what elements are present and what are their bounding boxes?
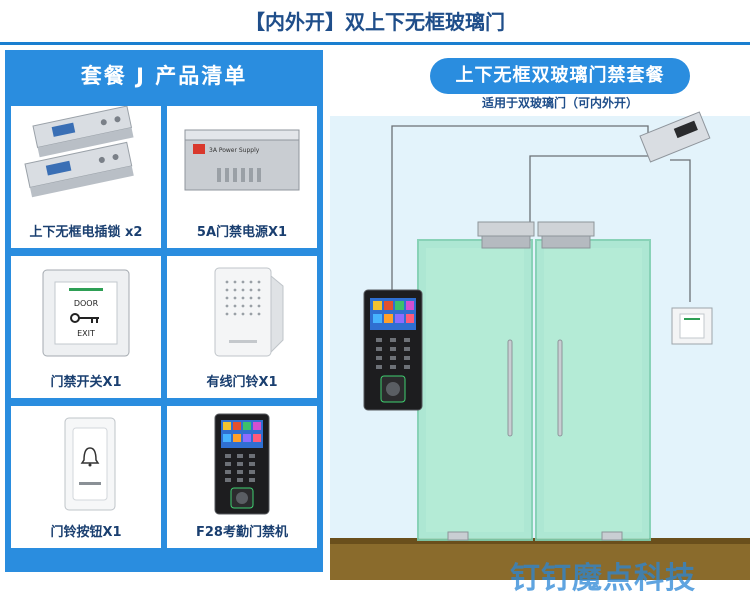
product-card-bolt-lock: 上下无框电插锁 x2 <box>11 106 161 248</box>
product-card-f28-terminal: F28考勤门禁机 <box>167 406 317 548</box>
title-underline <box>0 42 750 45</box>
right-door-handle <box>557 339 563 437</box>
bolt-lock-image <box>24 106 134 198</box>
page-title: 【内外开】双上下无框玻璃门 <box>245 10 505 34</box>
top-title-bar: 【内外开】双上下无框玻璃门 <box>0 0 750 45</box>
diagram-power-supply <box>639 111 711 163</box>
diagram-f28-terminal <box>363 289 423 411</box>
exit-switch-image: DOOR EXIT <box>42 269 130 357</box>
top-bolt-lock-left <box>477 221 535 249</box>
product-label: 有线门铃X1 <box>206 375 278 390</box>
bell-button-image <box>64 417 116 511</box>
product-label: 门铃按钮X1 <box>50 525 122 540</box>
doorbell-image <box>214 267 284 357</box>
terminal-image <box>214 413 270 515</box>
product-card-doorbell: 有线门铃X1 <box>167 256 317 398</box>
top-bolt-lock-right <box>537 221 595 249</box>
diagram-subtitle: 适用于双玻璃门（可内外开） <box>481 96 638 110</box>
psu-printed-text: 3A Power Supply <box>209 147 260 154</box>
left-door-handle <box>507 339 513 437</box>
product-label: 门禁开关X1 <box>50 375 122 390</box>
key-icon <box>70 313 99 323</box>
product-card-power-supply: 3A Power Supply 5A门禁电源X1 <box>167 106 317 248</box>
exit-text: EXIT <box>77 329 95 338</box>
product-card-bell-button: 门铃按钮X1 <box>11 406 161 548</box>
installation-diagram: 上下无框双玻璃门禁套餐 适用于双玻璃门（可内外开） <box>330 50 750 580</box>
product-label: 上下无框电插锁 x2 <box>29 225 143 240</box>
door-text: DOOR <box>74 299 99 308</box>
diagram-title: 上下无框双玻璃门禁套餐 <box>430 58 690 94</box>
product-label: F28考勤门禁机 <box>196 525 288 540</box>
product-card-exit-switch: DOOR EXIT 门禁开关X1 <box>11 256 161 398</box>
floor <box>330 538 750 580</box>
package-panel: 套餐 J 产品清单 上下无框电插锁 x2 <box>5 50 323 572</box>
bottom-bolt-right <box>601 531 623 541</box>
power-supply-image: 3A Power Supply <box>184 129 300 191</box>
package-title: 套餐 J 产品清单 <box>80 64 248 88</box>
watermark: 钉钉魔点科技 <box>510 561 696 596</box>
bottom-bolt-left <box>447 531 469 541</box>
door-scene <box>330 111 750 580</box>
wiring <box>391 125 691 302</box>
bell-icon <box>80 447 100 467</box>
diagram-exit-button <box>671 307 713 345</box>
product-label: 5A门禁电源X1 <box>196 225 288 240</box>
